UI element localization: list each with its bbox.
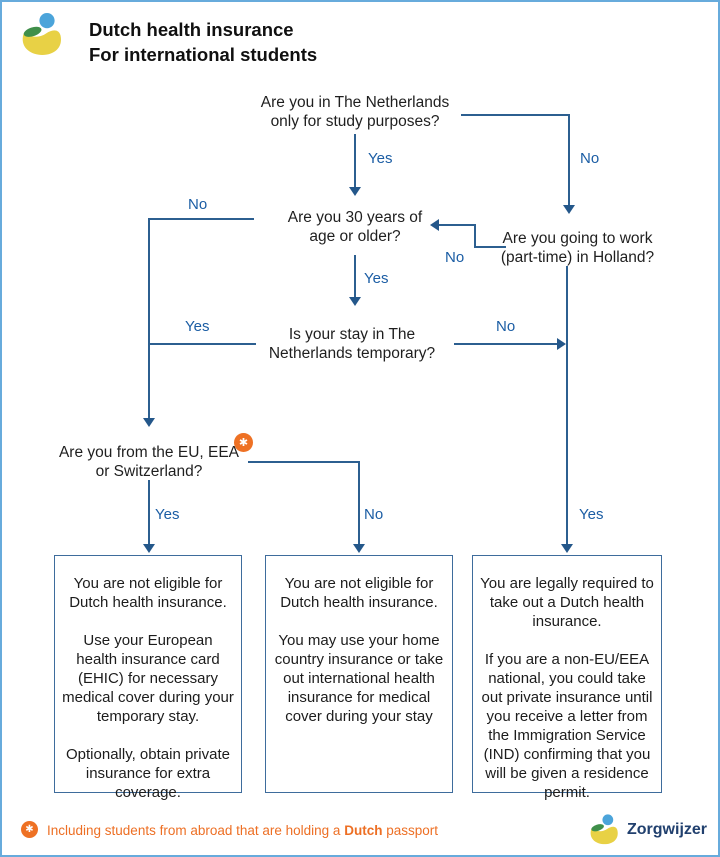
label-work-no: No: [445, 249, 465, 266]
arrow-down-icon: [143, 418, 155, 427]
edge-study-no-line-v: [568, 114, 570, 207]
zorgwijzer-logo-icon: [590, 814, 618, 845]
edge-left-rail-line: [148, 218, 150, 420]
edge-work-no-line-h1: [474, 246, 506, 248]
edge-study-no-line-h: [461, 114, 570, 116]
label-age-no: No: [188, 196, 208, 213]
footnote-text: Including students from abroad that are …: [47, 823, 438, 838]
arrow-down-icon: [353, 544, 365, 553]
edge-work-yes-rail-line: [566, 266, 568, 546]
label-origin-yes: Yes: [155, 506, 180, 523]
outcome-box-ehic: You are not eligible for Dutch health in…: [54, 555, 242, 801]
asterisk-badge-icon: ✱: [234, 433, 253, 452]
brand-name: Zorgwijzer: [627, 821, 708, 838]
arrow-down-icon: [349, 297, 361, 306]
page-title-line1: Dutch health insurance: [89, 19, 294, 40]
edge-age-yes-line: [354, 255, 356, 299]
footnote-prefix: Including students from abroad that are …: [47, 823, 345, 838]
page-title-line2: For international students: [89, 44, 318, 65]
outcome-box-dutch-required: You are legally required to take out a D…: [472, 555, 662, 801]
arrow-down-icon: [561, 544, 573, 553]
edge-origin-no-line-h: [248, 461, 360, 463]
label-temporary-yes: Yes: [185, 318, 210, 335]
question-eu-eea-origin: Are you from the EU, EEA or Switzerland?: [58, 444, 240, 480]
edge-age-no-line: [148, 218, 254, 220]
brand-logo: Zorgwijzer: [588, 812, 707, 848]
label-study-yes: Yes: [368, 150, 393, 167]
question-age-30: Are you 30 years of age or older?: [287, 209, 423, 245]
edge-temporary-no-line: [454, 343, 558, 345]
label-origin-no: No: [364, 506, 384, 523]
arrow-down-icon: [349, 187, 361, 196]
edge-work-no-line-v: [474, 224, 476, 248]
edge-work-no-line-h2: [438, 224, 476, 226]
question-stay-temporary: Is your stay in The Netherlands temporar…: [268, 326, 436, 362]
edge-temporary-yes-line: [148, 343, 256, 345]
edge-origin-no-line-v: [358, 461, 360, 546]
arrow-left-icon: [430, 219, 439, 231]
zorgwijzer-logo-icon: [22, 13, 61, 55]
label-age-yes: Yes: [364, 270, 389, 287]
arrow-right-icon: [557, 338, 566, 350]
footnote-suffix: passport: [382, 823, 438, 838]
arrow-down-icon: [563, 205, 575, 214]
question-study-purposes: Are you in The Netherlands only for stud…: [260, 94, 450, 130]
page-title: Dutch health insurance For international…: [89, 17, 317, 67]
footnote-bold-word: Dutch: [344, 823, 383, 838]
question-work-holland: Are you going to work (part-time) in Hol…: [500, 230, 655, 266]
edge-origin-yes-line: [148, 480, 150, 546]
outcome-box-home-insurance: You are not eligible for Dutch health in…: [265, 555, 453, 793]
label-temporary-no: No: [496, 318, 516, 335]
edge-study-yes-line: [354, 134, 356, 189]
arrow-down-icon: [143, 544, 155, 553]
footnote-asterisk-icon: ✱: [21, 821, 38, 838]
label-study-no: No: [580, 150, 600, 167]
label-work-yes: Yes: [579, 506, 604, 523]
